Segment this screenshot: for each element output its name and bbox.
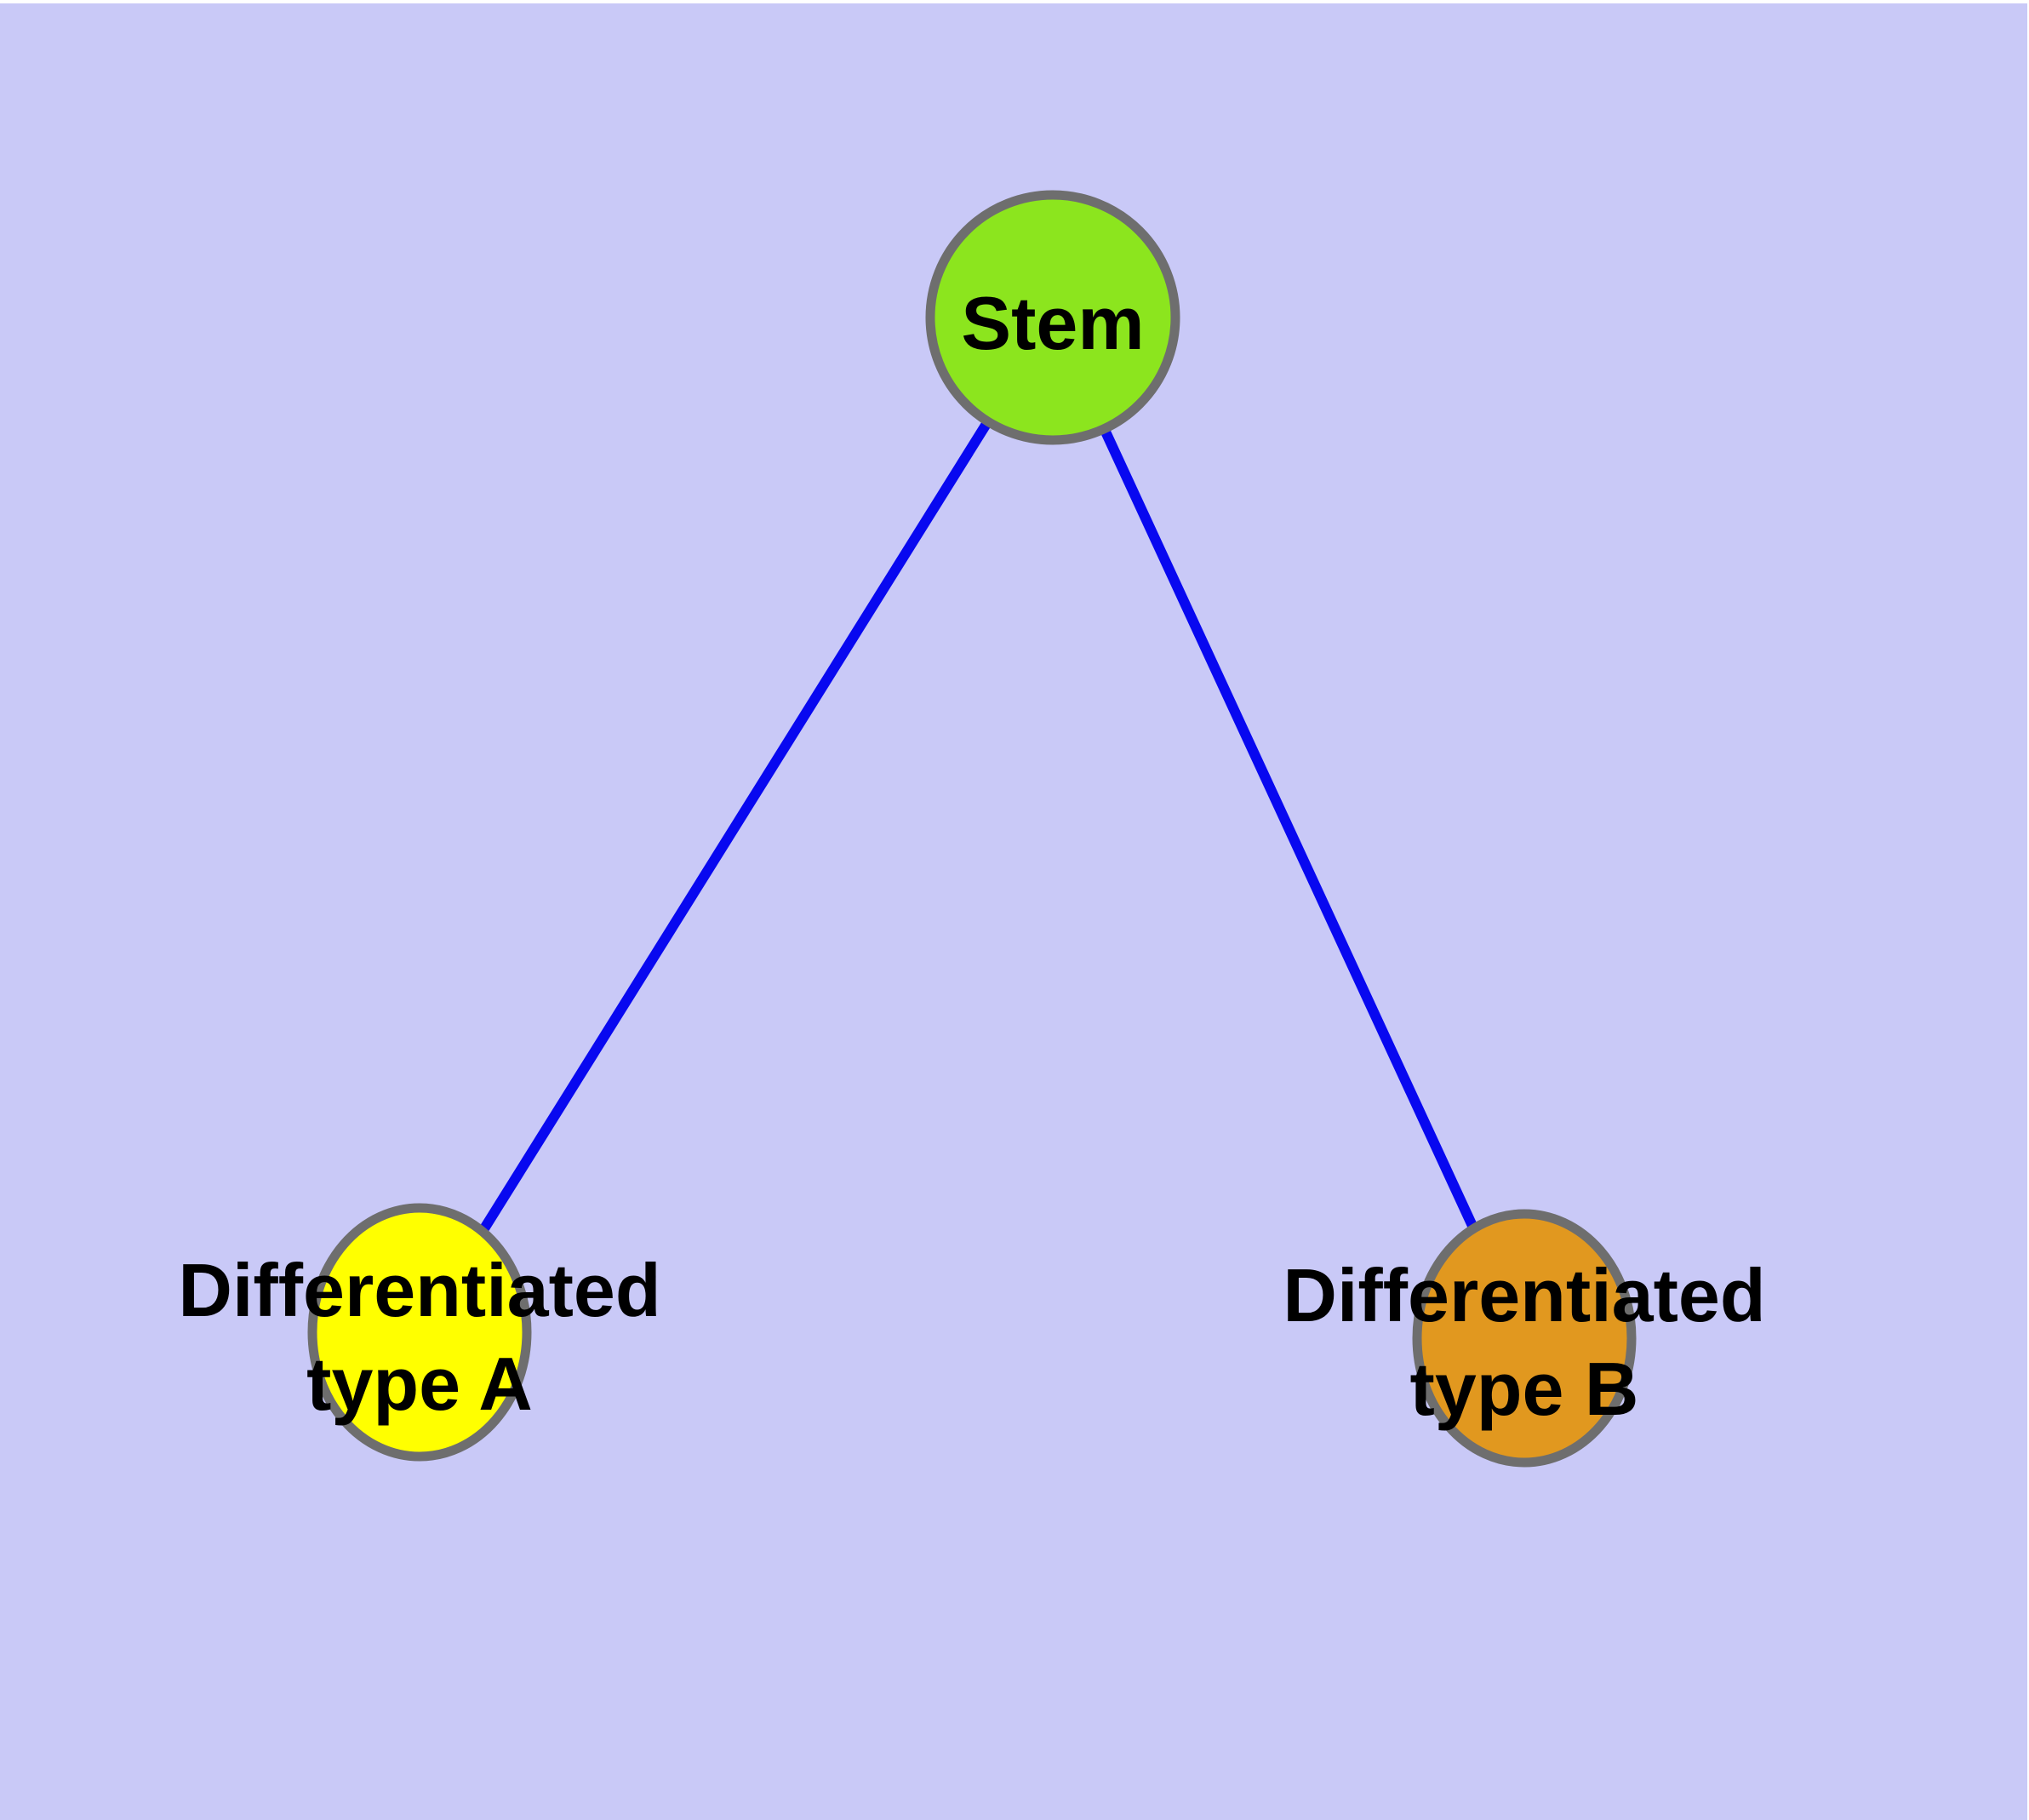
node-layer: Stem Differentiated type A Differentiate… [178,190,1766,1468]
edge-stem-to-type-a [414,314,1058,1336]
node-type-b-label-line-1: Differentiated [1283,1253,1765,1337]
node-type-b-label-line-2: type B [1410,1347,1639,1431]
node-type-a-label-line-1: Differentiated [178,1248,660,1332]
node-type-a-group: Differentiated type A [178,1203,661,1462]
node-stem [925,190,1180,445]
edge-layer [414,314,1529,1341]
node-differentiated-type-b [1412,1209,1637,1468]
node-differentiated-type-a [307,1203,532,1462]
node-stem-label: Stem [961,281,1144,365]
edge-stem-to-type-b [1048,315,1529,1341]
node-type-b-group: Differentiated type B [1283,1209,1766,1468]
node-stem-group: Stem [925,190,1180,445]
node-type-a-label-line-2: type A [306,1342,533,1426]
